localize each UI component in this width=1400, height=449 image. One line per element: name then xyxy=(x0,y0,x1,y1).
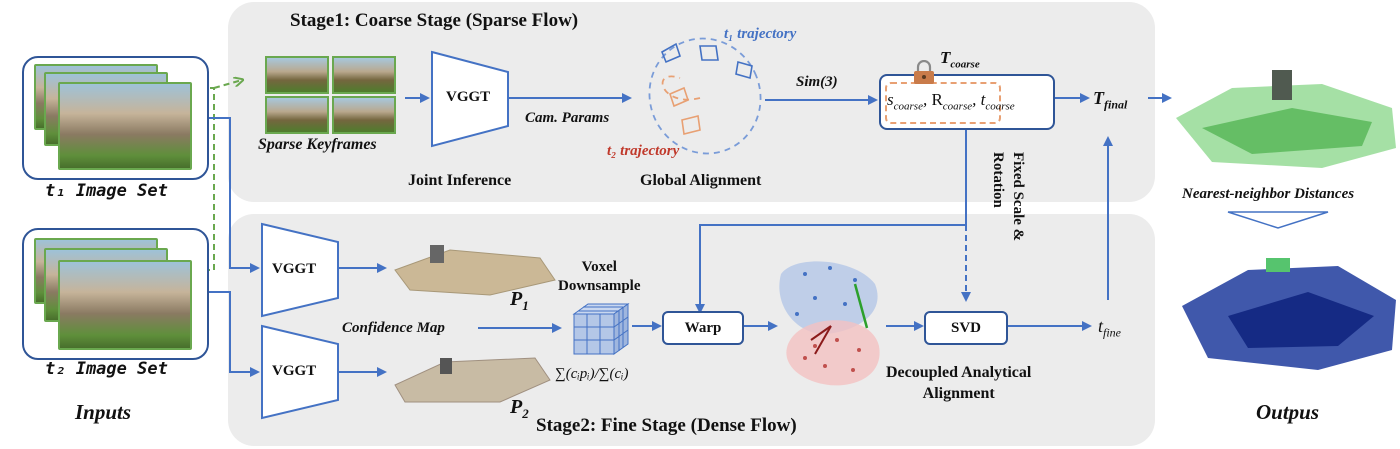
blue-points xyxy=(795,266,857,316)
t-coarse-params: scoarse, Rcoarse, tcoarse xyxy=(887,90,1015,113)
t1-image-set xyxy=(22,56,209,180)
t1-camera-frustums xyxy=(660,42,753,80)
global-alignment-label: Global Alignment xyxy=(640,172,762,189)
t2-trajectory-label: t₂ trajectory xyxy=(607,143,680,159)
vggt-fine-1-shape xyxy=(261,222,339,318)
t-final-label: Tfinal xyxy=(1093,88,1128,112)
output-cloud-green xyxy=(1176,70,1396,168)
red-points xyxy=(803,338,861,372)
vggt-fine-2-label: VGGT xyxy=(272,363,317,379)
down-arrow-outline xyxy=(1227,211,1329,229)
t-fine-label: tfine xyxy=(1098,316,1122,340)
t1-image-front xyxy=(58,82,192,170)
vggt-coarse-shape xyxy=(431,50,509,148)
overlapping-clouds xyxy=(779,261,880,386)
t-coarse-label: Tcoarse xyxy=(940,48,980,71)
keyframe-4 xyxy=(332,96,396,134)
cam-params-label: Cam. Params xyxy=(525,110,610,126)
inputs-caption: Inputs xyxy=(75,400,132,424)
vggt-fine-1-label: VGGT xyxy=(272,261,317,277)
line-to-warp xyxy=(695,224,966,314)
green-dashed-arrow xyxy=(213,80,242,89)
output-cloud-blue xyxy=(1182,258,1396,370)
warp-box: Warp xyxy=(662,311,744,345)
vggt-coarse-label: VGGT xyxy=(446,89,491,105)
joint-inference-label: Joint Inference xyxy=(408,172,512,189)
keyframe-2 xyxy=(332,56,396,94)
nn-distances-label: Nearest-neighbor Distances xyxy=(1182,186,1355,202)
t2-image-set-label: t₂ Image Set xyxy=(45,359,168,379)
point-cloud-p1 xyxy=(394,245,556,296)
keyframe-3 xyxy=(265,96,329,134)
vggt-fine-2-shape xyxy=(261,324,339,420)
keyframe-1 xyxy=(265,56,329,94)
sr-dashed-highlight xyxy=(885,82,1001,124)
voxel-cube-icon xyxy=(572,303,630,355)
sim3-label: Sim(3) xyxy=(796,74,838,90)
p2-label: P2 xyxy=(510,396,529,421)
t1-trajectory-label: t₁ trajectory xyxy=(724,26,797,42)
point-cloud-p2 xyxy=(394,357,551,403)
stage2-title: Stage2: Fine Stage (Dense Flow) xyxy=(536,415,797,436)
outputs-caption: Outpus xyxy=(1256,400,1320,424)
weighted-formula: ∑(cᵢpᵢ)/∑(cᵢ) xyxy=(555,366,629,382)
p1-label: P1 xyxy=(510,288,529,313)
fixed-scale-label: Fixed Scale &Rotation xyxy=(990,152,1026,242)
svd-box: SVD xyxy=(924,311,1008,345)
confidence-map-label: Confidence Map xyxy=(342,320,445,336)
trajectory-diagram xyxy=(648,37,762,155)
t2-camera-frustums xyxy=(669,86,701,135)
t1-image-set-label: t₁ Image Set xyxy=(45,181,168,201)
t2-image-set xyxy=(22,228,209,360)
arrow-t2-to-vggt2 xyxy=(205,291,260,377)
arrow-t1-to-vggt1 xyxy=(205,117,260,273)
lock-icon xyxy=(914,60,934,84)
sparse-keyframes-label: Sparse Keyframes xyxy=(258,136,377,153)
t2-image-front xyxy=(58,260,192,350)
stage1-title: Stage1: Coarse Stage (Sparse Flow) xyxy=(290,10,579,31)
